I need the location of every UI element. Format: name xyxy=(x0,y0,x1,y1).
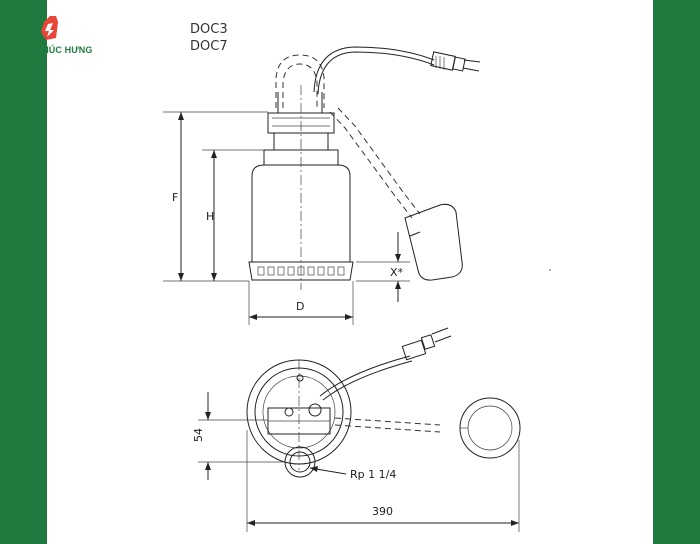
pump-top-view: 54 Rp 1 1/4 390 xyxy=(192,327,521,532)
top-float-icon xyxy=(459,397,521,459)
top-plug-icon xyxy=(401,327,452,361)
pump-side-view: F H X* D xyxy=(163,46,481,325)
brand-name: THIÊN PHÚC HƯNG xyxy=(6,45,93,55)
left-green-band xyxy=(0,0,47,544)
plug-icon xyxy=(430,51,481,72)
dimension-390-label: 390 xyxy=(372,505,393,518)
dimension-54-label: 54 xyxy=(192,428,205,442)
model-label-2: DOC7 xyxy=(190,39,228,54)
dimension-d-label: D xyxy=(296,300,304,313)
dimension-x-label: X* xyxy=(390,266,404,279)
stray-dot xyxy=(549,269,551,271)
dimension-h-label: H xyxy=(206,210,214,223)
model-label-1: DOC3 xyxy=(190,22,228,37)
dimension-f-label: F xyxy=(172,191,178,204)
float-switch-icon xyxy=(404,203,463,281)
thread-size-label: Rp 1 1/4 xyxy=(350,468,396,481)
brand-logo xyxy=(41,16,58,40)
right-green-band xyxy=(653,0,700,544)
logo-mark-icon xyxy=(41,16,58,40)
